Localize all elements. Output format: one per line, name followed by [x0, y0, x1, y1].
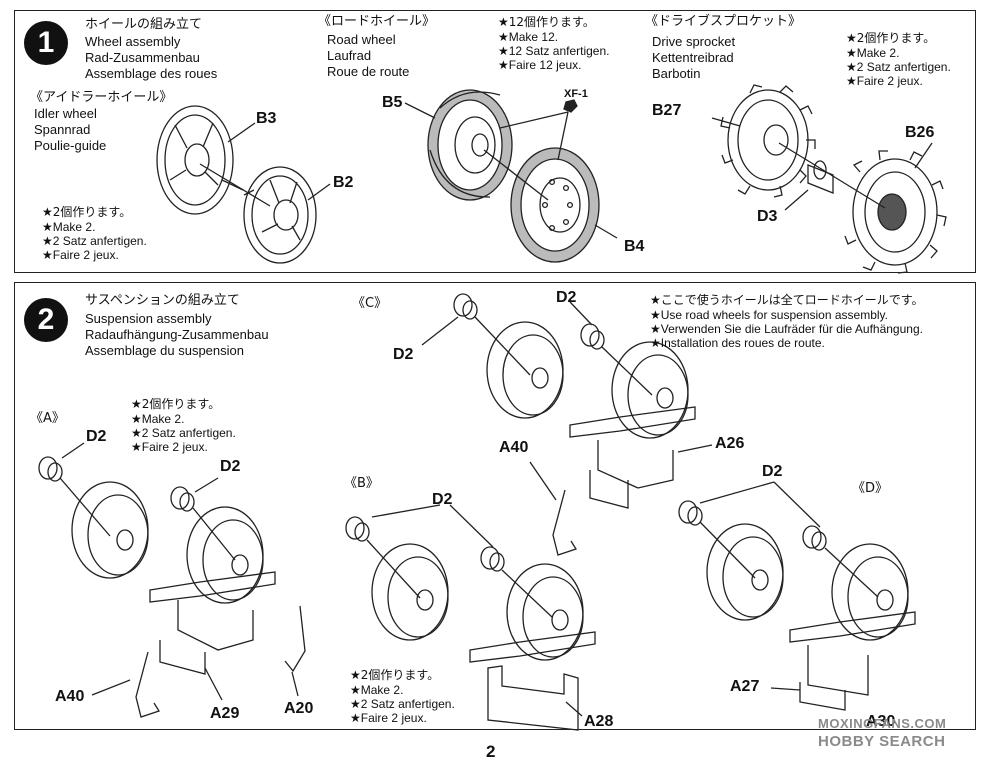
part-label-d2-c2: D2: [556, 289, 577, 306]
part-label-a26: A26: [715, 435, 745, 452]
road-qty-jp: ★12個作ります。: [498, 15, 595, 29]
qty-b-de: ★2 Satz anfertigen.: [350, 697, 455, 711]
road-qty-en: ★Make 12.: [498, 30, 559, 44]
drive-sprocket-b27-drawing: [720, 84, 816, 198]
part-label-d2-a2: D2: [220, 458, 241, 475]
sprocket-qty-en: ★Make 2.: [846, 46, 900, 60]
idler-qty-fr: ★Faire 2 jeux.: [42, 248, 119, 262]
page-number: 2: [486, 742, 496, 761]
step2-note-fr: ★Installation des roues de route.: [650, 336, 825, 350]
road-qty-de: ★12 Satz anfertigen.: [498, 44, 610, 58]
suspension-c-drawing: [421, 293, 713, 556]
qty-b-en: ★Make 2.: [350, 683, 404, 697]
watermark-brand: HOBBY SEARCH: [818, 733, 946, 750]
suspension-a-drawing: [38, 442, 306, 718]
step1-title-de: Rad-Zusammenbau: [85, 50, 200, 65]
step2-title-fr: Assemblage du suspension: [85, 343, 244, 358]
part-label-b3: B3: [256, 110, 277, 127]
idler-wheel-b2-drawing: [243, 166, 317, 264]
idler-wheel-b3-drawing: [156, 105, 234, 215]
part-label-a20: A20: [284, 700, 314, 717]
part-label-d2-d: D2: [762, 463, 783, 480]
step2-panel: [14, 282, 976, 730]
part-label-a28: A28: [584, 713, 614, 730]
step2-note-en: ★Use road wheels for suspension assembly…: [650, 308, 888, 322]
road-qty-fr: ★Faire 12 jeux.: [498, 58, 582, 72]
sprocket-name-de: Kettentreibrad: [652, 50, 734, 65]
step2-note-de: ★Verwenden Sie die Laufräder für die Auf…: [650, 322, 923, 336]
idler-name-en: Idler wheel: [34, 106, 97, 121]
sprocket-header-jp: 《ドライブスプロケット》: [645, 14, 802, 29]
part-label-a27: A27: [730, 678, 760, 695]
road-name-en: Road wheel: [327, 32, 396, 47]
suspension-b-drawing: [345, 504, 596, 731]
step1-title-fr: Assemblage des roues: [85, 66, 218, 81]
qty-b-fr: ★Faire 2 jeux.: [350, 711, 427, 725]
paint-callout-xf1: XF-1: [564, 88, 588, 100]
part-label-b27: B27: [652, 102, 682, 119]
step1-panel: [14, 10, 976, 273]
part-label-b2: B2: [333, 174, 354, 191]
part-label-d2-a1: D2: [86, 428, 107, 445]
road-wheel-b5-drawing: [427, 89, 513, 201]
step2-title-jp: サスペンションの組み立て: [85, 293, 240, 308]
variant-c-label: 《C》: [352, 296, 388, 311]
idler-qty-en: ★Make 2.: [42, 220, 96, 234]
road-name-de: Laufrad: [327, 48, 372, 63]
qty-a-de: ★2 Satz anfertigen.: [131, 426, 236, 440]
variant-a-label: 《A》: [30, 411, 65, 426]
road-name-fr: Roue de route: [327, 64, 410, 79]
part-label-a30: A30: [866, 713, 896, 730]
road-wheel-b4-drawing: [510, 147, 600, 263]
idler-name-fr: Poulie-guide: [34, 138, 107, 153]
step1-title-en: Wheel assembly: [85, 34, 181, 49]
part-label-b5: B5: [382, 94, 403, 111]
step2-title-de: Radaufhängung-Zusammenbau: [85, 327, 269, 342]
variant-d-label: 《D》: [852, 481, 889, 496]
part-label-d2-c1: D2: [393, 346, 414, 363]
idler-qty-de: ★2 Satz anfertigen.: [42, 234, 147, 248]
part-label-b4: B4: [624, 238, 645, 255]
suspension-d-drawing: [678, 481, 916, 711]
qty-a-fr: ★Faire 2 jeux.: [131, 440, 208, 454]
qty-b-jp: ★2個作ります。: [350, 668, 440, 682]
collar-d3-drawing: [807, 160, 834, 194]
qty-a-jp: ★2個作ります。: [131, 397, 221, 411]
watermark-site: MOXINGFANS.COM: [818, 716, 947, 731]
idler-name-de: Spannrad: [34, 122, 91, 137]
part-label-b26: B26: [905, 124, 935, 141]
step1-title-jp: ホイールの組み立て: [85, 17, 203, 32]
step2-number-badge: 2: [24, 298, 68, 342]
part-label-d2-b: D2: [432, 491, 453, 508]
sprocket-name-en: Drive sprocket: [652, 34, 736, 49]
part-label-a40-c: A40: [499, 439, 529, 456]
sprocket-qty-de: ★2 Satz anfertigen.: [846, 60, 951, 74]
idler-header-jp: 《アイドラーホイール》: [30, 90, 173, 105]
idler-qty-jp: ★2個作ります。: [42, 205, 132, 219]
step2-note-jp: ★ここで使うホイールは全てロードホイールです。: [650, 293, 924, 307]
part-label-d3: D3: [757, 208, 778, 225]
drive-sprocket-b26-drawing: [844, 150, 947, 274]
sprocket-qty-fr: ★Faire 2 jeux.: [846, 74, 923, 88]
step1-number-badge: 1: [24, 21, 68, 65]
qty-a-en: ★Make 2.: [131, 412, 185, 426]
part-label-a29: A29: [210, 705, 240, 722]
variant-b-label: 《B》: [344, 476, 379, 491]
part-label-a40-a: A40: [55, 688, 85, 705]
sprocket-name-fr: Barbotin: [652, 66, 701, 81]
road-header-jp: 《ロードホイール》: [318, 14, 436, 29]
sprocket-qty-jp: ★2個作ります。: [846, 31, 936, 45]
step2-title-en: Suspension assembly: [85, 311, 212, 326]
